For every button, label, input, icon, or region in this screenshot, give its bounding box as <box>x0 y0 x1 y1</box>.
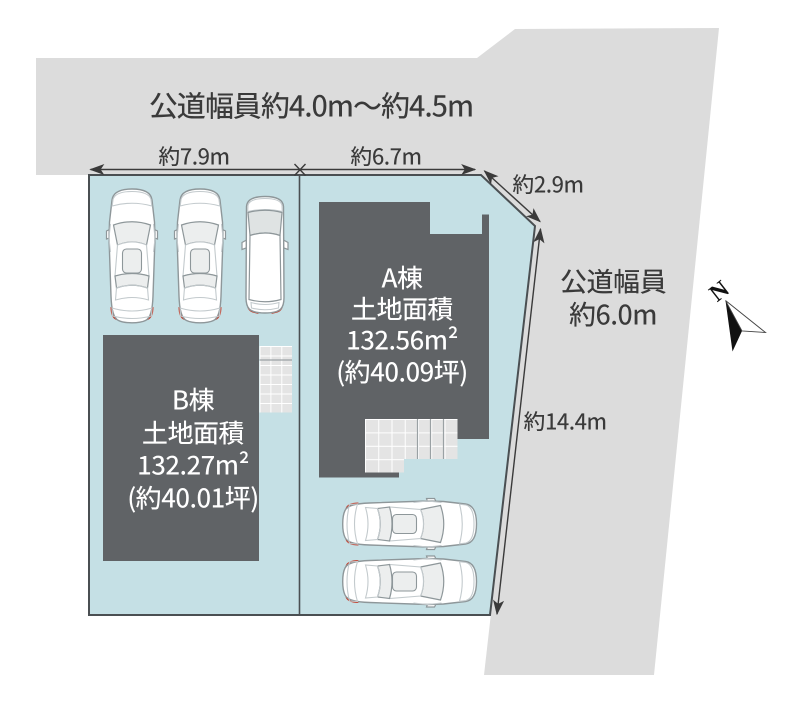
dimension-lines <box>89 163 545 616</box>
dimension-arrow-depth <box>493 227 545 616</box>
car-sedan-icon <box>105 188 159 324</box>
parcel-b-area-tsubo: (約40.01坪) <box>127 478 259 516</box>
frontage-b-dimension-label: 約7.9m <box>158 139 230 172</box>
parcel-a-area-title: 土地面積 <box>350 289 454 327</box>
dimension-tick-cross <box>293 163 307 176</box>
parcel-a-name: A棟 <box>381 258 423 296</box>
car-sedan-icon <box>173 188 227 324</box>
parcel-a-area-sqm: 132.56m² <box>346 321 458 358</box>
road-width-right-label: 公道幅員 約6.0m <box>560 260 667 332</box>
north-arrow-icon <box>725 300 767 352</box>
depth-dimension-label: 約14.4m <box>523 404 607 437</box>
car-sedan-icon <box>342 555 478 608</box>
building-a <box>319 202 489 478</box>
parcel-b-area-title: 土地面積 <box>141 413 245 451</box>
road-area <box>36 28 719 675</box>
parcel-b-label: B棟 土地面積 132.27m² (約40.01坪) <box>127 380 259 516</box>
frontage-a-dimension-label: 約6.7m <box>350 139 422 172</box>
entrance-tiles-b <box>259 346 292 413</box>
parcel-a-label: A棟 土地面積 132.56m² (約40.09坪) <box>336 258 468 390</box>
dimension-arrow-corner-cut <box>483 170 541 223</box>
parcel-b-area-sqm: 132.27m² <box>137 446 249 483</box>
building-b <box>103 335 259 561</box>
car-sedan-icon <box>342 497 478 551</box>
entrance-tiles-a <box>365 419 458 473</box>
parcel-b-name: B棟 <box>171 380 215 418</box>
road-width-top-label: 公道幅員約4.0m〜約4.5m <box>148 83 474 126</box>
corner-cut-dimension-label: 約2.9m <box>512 167 584 200</box>
car-van-icon <box>241 195 289 315</box>
parcel-a-area-tsubo: (約40.09坪) <box>336 352 468 390</box>
